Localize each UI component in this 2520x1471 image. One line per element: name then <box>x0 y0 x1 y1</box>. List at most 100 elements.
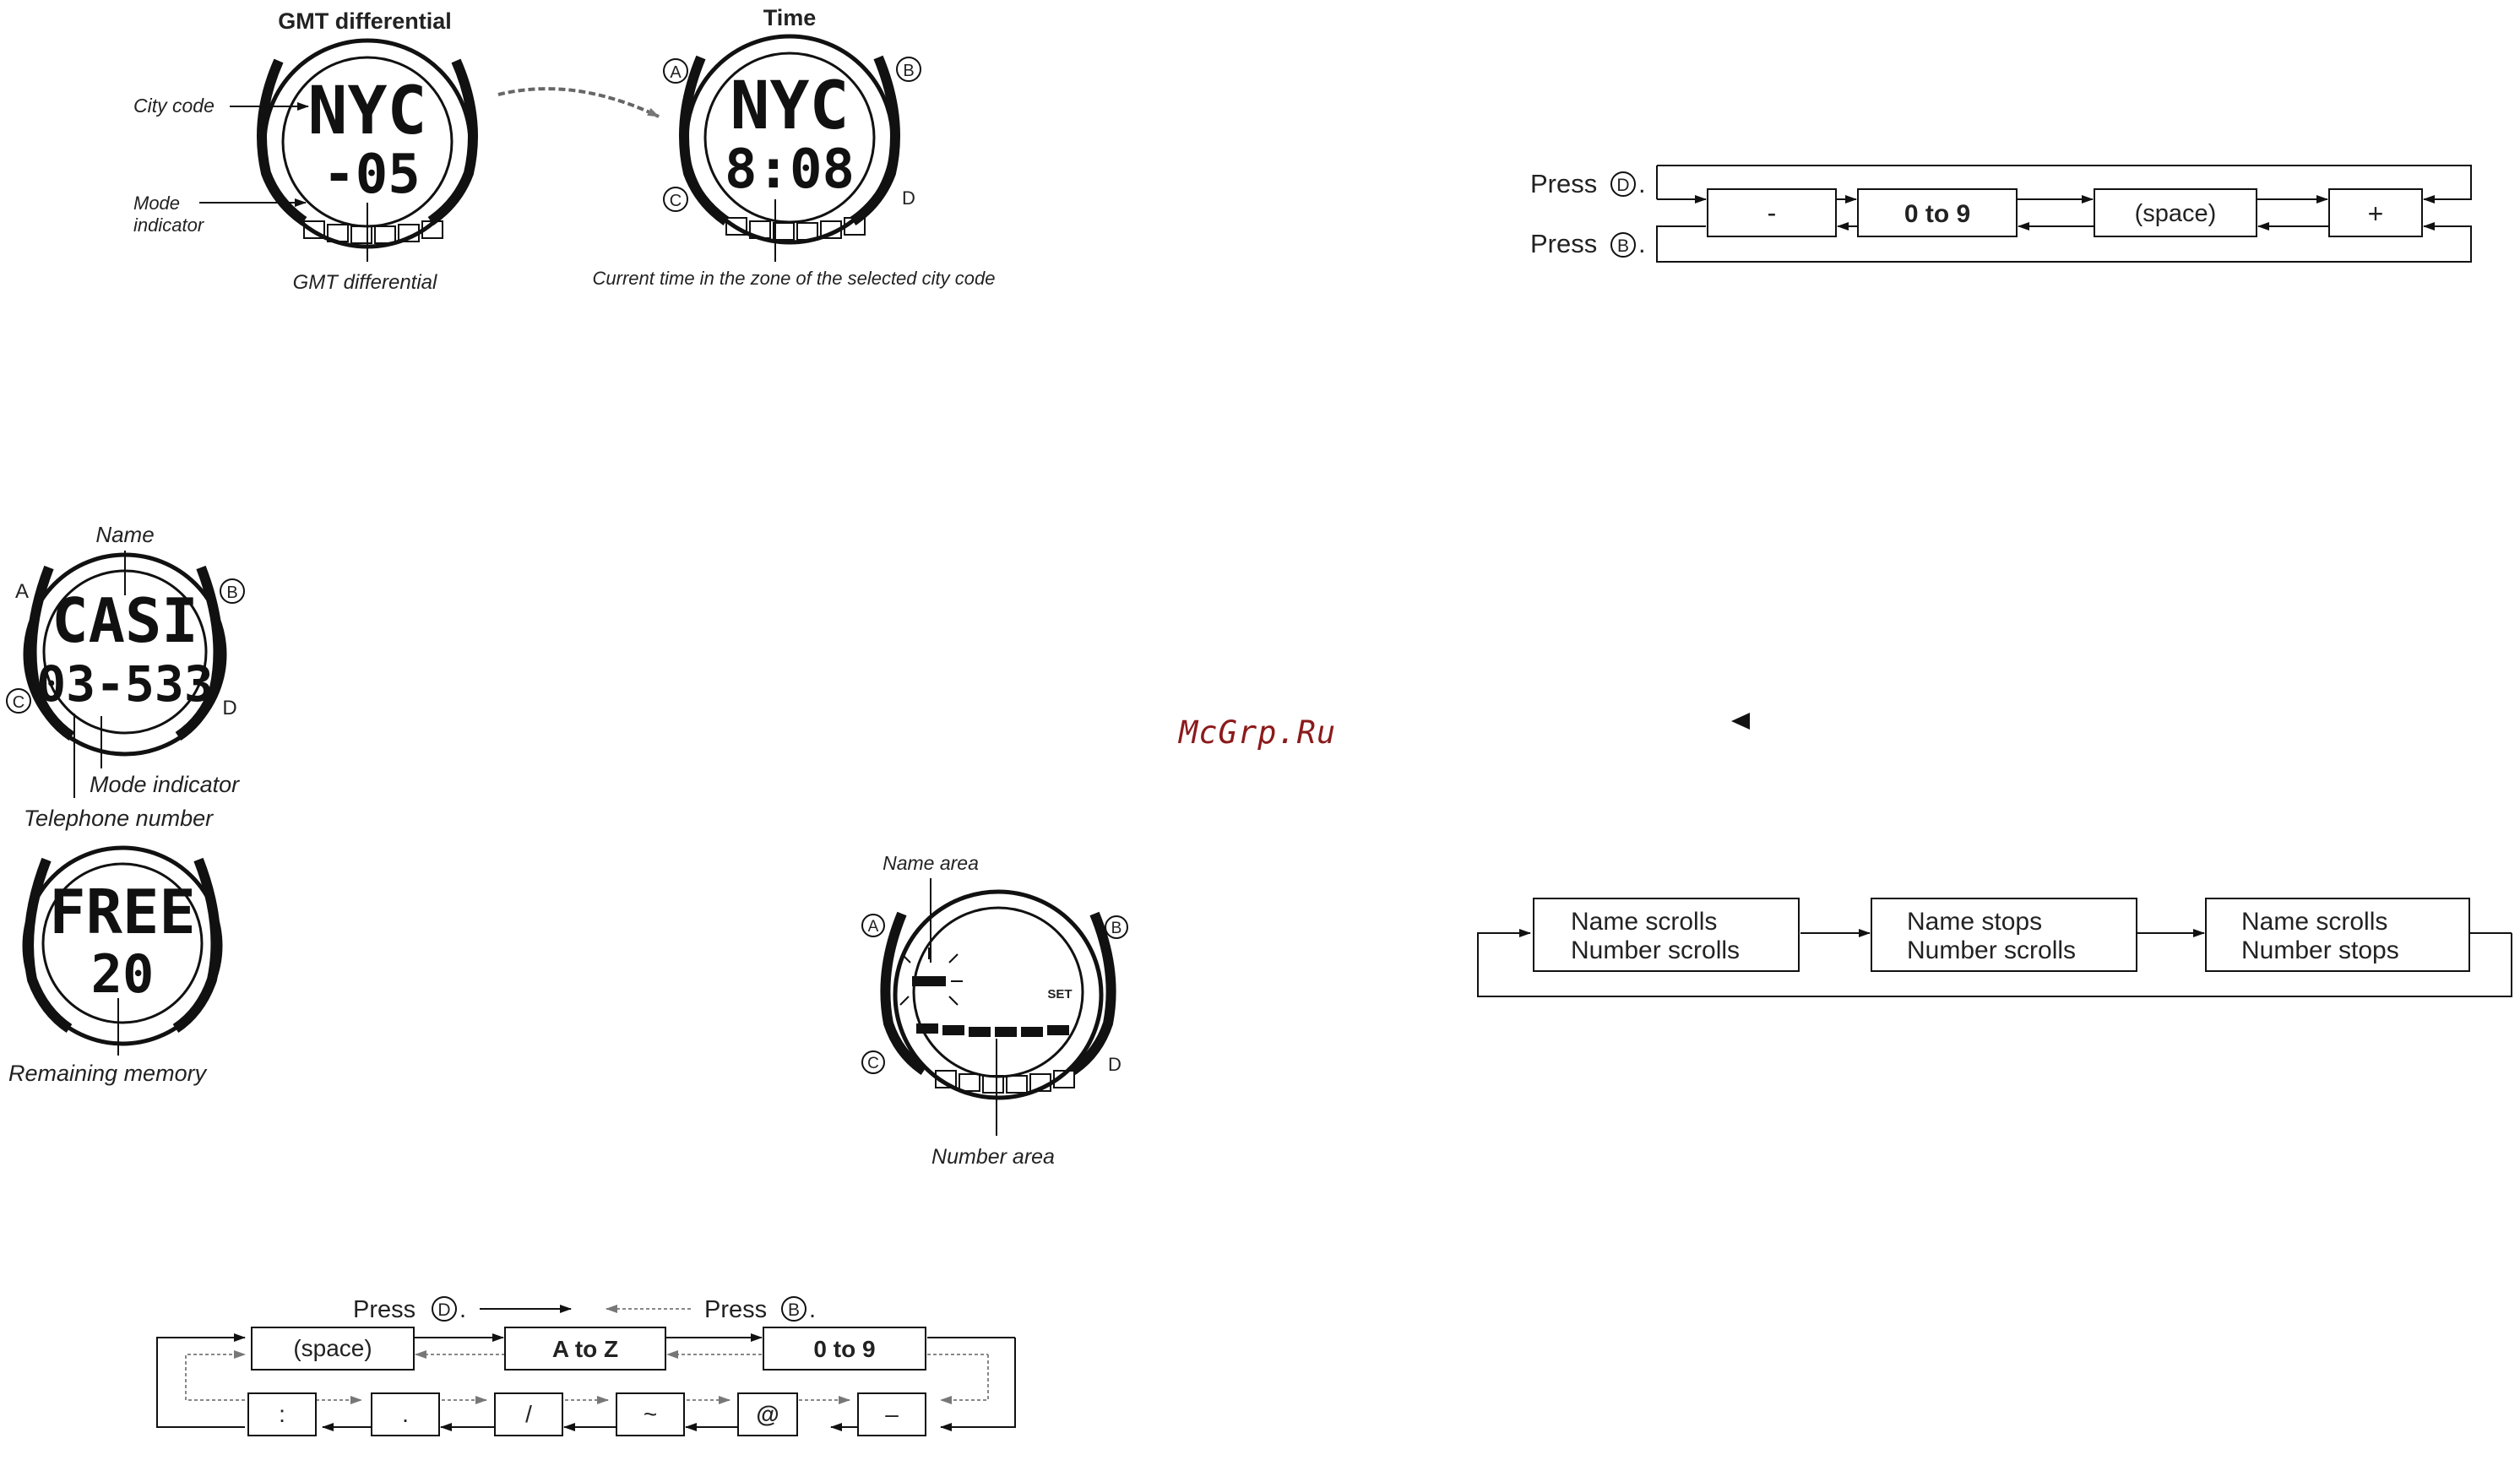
button-a-icon <box>861 914 885 937</box>
gmt-city-display: NYC <box>308 73 427 149</box>
char-box-at-label: @ <box>756 1401 779 1427</box>
button-b-icon <box>781 1296 807 1322</box>
gmt-box-plus <box>2328 188 2423 237</box>
transition-arrow <box>497 87 660 118</box>
label-mode-indicator-1: Mode <box>133 193 180 214</box>
gmt-box-space <box>2094 188 2257 237</box>
label-mode-indicator-2: indicator <box>133 214 205 236</box>
button-b-label: B <box>788 1300 800 1320</box>
char-box-tilde-label: ~ <box>644 1401 657 1427</box>
watch-face <box>42 569 208 735</box>
button-b-icon <box>896 57 921 82</box>
button-b-icon <box>1610 232 1636 258</box>
char-box-tilde <box>616 1392 685 1436</box>
time-watch-title: Time <box>763 5 817 30</box>
button-d-label: D <box>902 187 915 209</box>
gmt-box-minus-label: - <box>1768 198 1777 228</box>
period: . <box>809 1296 816 1323</box>
cursor-flash-icon <box>899 947 963 1006</box>
watch-bottom-buttons <box>303 220 443 244</box>
time-watch: Time NYC 8:08 A B C D Current time in th… <box>593 5 996 289</box>
press-b-label: Press <box>1530 229 1597 258</box>
time-display: 8:08 <box>725 138 855 201</box>
gmt-box-digits <box>1857 188 2018 237</box>
scroll-box-1 <box>1533 898 1800 972</box>
char-box-letters <box>504 1327 666 1371</box>
watch-bezel-left <box>26 565 75 741</box>
button-d-label: D <box>1616 176 1629 195</box>
label-remaining-memory: Remaining memory <box>8 1061 208 1086</box>
button-b-icon <box>1105 915 1128 939</box>
free-display: FREE <box>49 877 195 947</box>
remaining-count-display: 20 <box>91 943 155 1005</box>
gmt-differential-display: -05 <box>323 144 421 206</box>
watch-case <box>22 845 223 1046</box>
period: . <box>1638 229 1646 258</box>
char-box-space <box>251 1327 415 1371</box>
watch-face <box>41 862 204 1024</box>
time-city-display: NYC <box>730 68 850 144</box>
label-name: Name <box>95 522 154 547</box>
char-box-slash <box>494 1392 563 1436</box>
telememo-number-display: 03-533 <box>36 655 214 713</box>
button-d-label: D <box>437 1300 450 1320</box>
scroll-box-1-line1: Name scrolls <box>1571 908 1717 936</box>
button-a-label: A <box>15 580 29 603</box>
back-triangle-icon <box>1731 713 1750 730</box>
char-press-b-label: Press <box>704 1296 767 1323</box>
scroll-box-2 <box>1871 898 2137 972</box>
telememo-name-display: CASI <box>52 585 198 656</box>
button-c-icon <box>861 1050 885 1074</box>
char-box-at <box>737 1392 798 1436</box>
scroll-cycle-diagram: Name scrolls Number scrolls Name stops N… <box>1477 898 2512 997</box>
set-indicator: SET <box>1047 987 1072 1001</box>
label-gmt-differential: GMT differential <box>293 271 437 294</box>
button-d-icon <box>432 1296 457 1322</box>
watch-bottom-buttons <box>935 1070 1075 1094</box>
gmt-watch-title: GMT differential <box>278 8 452 34</box>
scroll-box-3 <box>2205 898 2470 972</box>
button-c-icon <box>663 187 688 212</box>
caption-current-time: Current time in the zone of the selected… <box>593 268 996 289</box>
char-box-slash-label: / <box>525 1401 532 1427</box>
scroll-box-1-line2: Number scrolls <box>1571 936 1740 964</box>
button-c-label: C <box>867 1055 879 1072</box>
scroll-box-3-line1: Name scrolls <box>2241 908 2387 936</box>
char-box-digits <box>763 1327 926 1371</box>
button-c-label: C <box>13 693 24 712</box>
char-box-dash-label: – <box>885 1401 899 1427</box>
watch-case <box>23 552 227 757</box>
button-d-label: D <box>222 697 236 719</box>
label-number-area: Number area <box>931 1145 1055 1169</box>
button-b-label: B <box>226 584 237 602</box>
number-area-segments <box>916 1023 1069 1037</box>
button-b-label: B <box>1111 920 1122 937</box>
char-cycle-right-down <box>940 1338 1016 1431</box>
watch-case <box>684 34 895 245</box>
watch-bezel-right <box>1069 911 1116 1075</box>
char-box-digits-label: 0 to 9 <box>813 1336 875 1362</box>
set-watch: Name area SET <box>861 852 1128 1169</box>
char-box-period <box>371 1392 440 1436</box>
char-box-colon-label: : <box>279 1401 285 1427</box>
press-d-label: Press <box>1530 169 1597 198</box>
char-box-dash <box>857 1392 926 1436</box>
gmt-cycle-top-return <box>1657 165 2472 204</box>
char-box-space-label: (space) <box>293 1335 372 1361</box>
free-watch: FREE 20 Remaining memory <box>8 845 223 1086</box>
gmt-box-space-label: (space) <box>2135 200 2217 227</box>
label-city-code: City code <box>133 95 215 117</box>
char-press-d-label: Press <box>353 1296 415 1323</box>
gmt-cycle-diagram: Press D . Press B . - 0 to 9 (space) + <box>1530 165 2472 263</box>
button-b-label: B <box>903 62 914 80</box>
gmt-box-minus <box>1707 188 1837 237</box>
gmt-box-digits-label: 0 to 9 <box>1904 200 1970 228</box>
label-name-area: Name area <box>883 852 979 874</box>
gmt-watch: GMT differential NYC -05 City code Mode … <box>133 8 478 294</box>
char-box-period-label: . <box>402 1401 409 1427</box>
scroll-box-2-line2: Number scrolls <box>1907 936 2076 964</box>
label-telephone-number: Telephone number <box>24 806 214 831</box>
char-cycle-back-right <box>940 1354 989 1404</box>
char-cycle-back-left <box>185 1350 246 1401</box>
